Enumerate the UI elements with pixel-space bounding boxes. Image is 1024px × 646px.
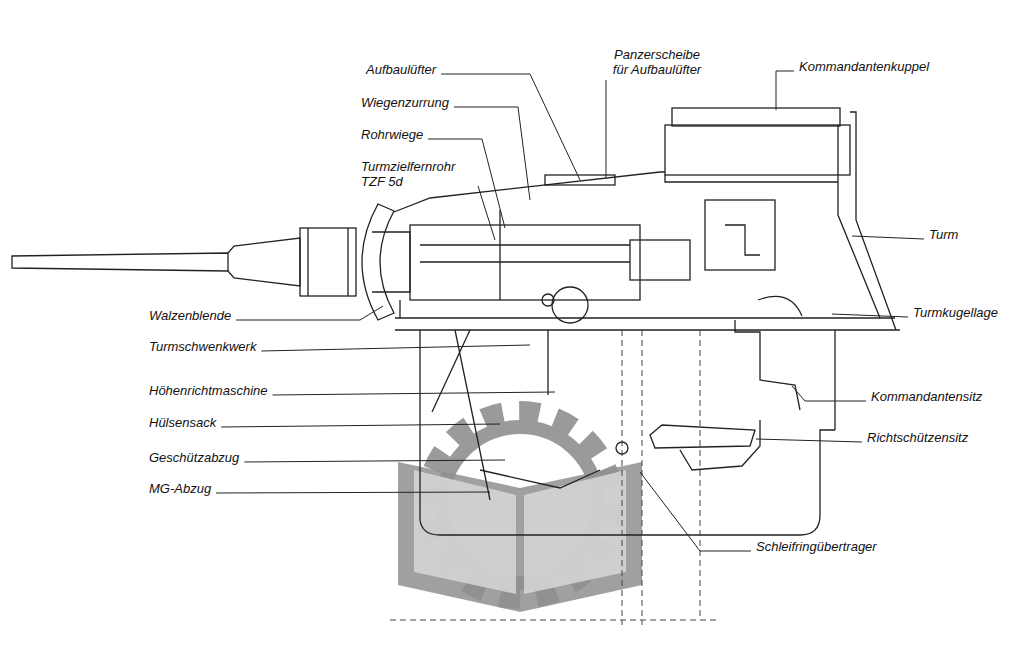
panel-lever xyxy=(725,225,760,255)
rear-panel xyxy=(705,200,775,270)
handwheel xyxy=(552,287,588,323)
gear-wheel xyxy=(542,294,554,306)
gunner-seat-stand xyxy=(680,420,760,470)
center-lines xyxy=(390,330,720,625)
part-label: Hülsensack xyxy=(148,415,217,430)
leader-line xyxy=(852,236,924,239)
part-label: Turmkugellage xyxy=(912,305,999,320)
leader-line xyxy=(606,80,607,178)
part-label: Kommandantensitz xyxy=(870,389,983,404)
mantlet xyxy=(362,204,394,320)
part-label: Turm xyxy=(928,227,959,242)
basket-walls xyxy=(420,330,835,430)
part-label: Aufbaulüfter xyxy=(365,62,437,77)
leader-line xyxy=(832,314,908,317)
leader-line xyxy=(221,424,500,427)
leader-line xyxy=(236,306,383,320)
commander-cupola xyxy=(665,125,850,175)
watermark xyxy=(398,413,642,612)
turret-wall-inner xyxy=(838,125,880,318)
leader-line xyxy=(216,492,490,493)
gunner-seat xyxy=(650,425,755,448)
turret-basket xyxy=(420,430,835,535)
mantlet-inner xyxy=(372,232,410,292)
barrel-sleeve xyxy=(300,228,356,296)
watermark-pages xyxy=(414,470,626,594)
part-label: Turmschwenkwerk xyxy=(148,339,257,354)
part-label: Wiegenzurrung xyxy=(360,95,450,110)
part-label: Panzerscheibe für Aufbaulüfter xyxy=(604,47,710,77)
cupola-hatch xyxy=(672,108,840,126)
leader-line xyxy=(776,71,794,110)
part-label: Turmzielfernrohr TZF 5d xyxy=(360,159,474,189)
leader-line xyxy=(640,472,751,551)
barrel-taper xyxy=(228,238,300,286)
turret-ring xyxy=(395,318,900,330)
sleeve-rings xyxy=(308,228,348,296)
turret-drawing xyxy=(12,108,900,535)
basket-supports xyxy=(432,330,548,500)
leader-line xyxy=(261,345,530,351)
part-label: Richtschützensitz xyxy=(866,430,969,445)
gun-barrel xyxy=(12,253,228,271)
commander-seat-frame xyxy=(735,320,800,410)
turret-wall-outer xyxy=(850,112,896,330)
roof-rear xyxy=(665,175,838,182)
part-label: Geschützabzug xyxy=(148,450,240,465)
part-label: Schleifringübertrager xyxy=(755,539,878,554)
dashed-lines xyxy=(390,330,720,625)
trigger-linkage xyxy=(480,470,600,488)
breech-details xyxy=(420,210,630,300)
leader-line xyxy=(244,460,505,462)
leader-line xyxy=(478,186,495,240)
part-label: Kommandantenkuppel xyxy=(798,59,930,74)
watermark-book xyxy=(398,462,642,612)
part-label: Höhenrichtmaschine xyxy=(148,383,269,398)
part-label: MG-Abzug xyxy=(148,481,212,496)
leader-line xyxy=(273,392,555,395)
leader-line xyxy=(792,386,866,401)
recoil-guard xyxy=(630,240,690,280)
leader-line xyxy=(756,439,862,442)
commander-seat xyxy=(758,296,802,316)
turret-front xyxy=(399,300,400,318)
part-label: Walzenblende xyxy=(148,308,232,323)
part-label: Rohrwiege xyxy=(360,127,424,142)
